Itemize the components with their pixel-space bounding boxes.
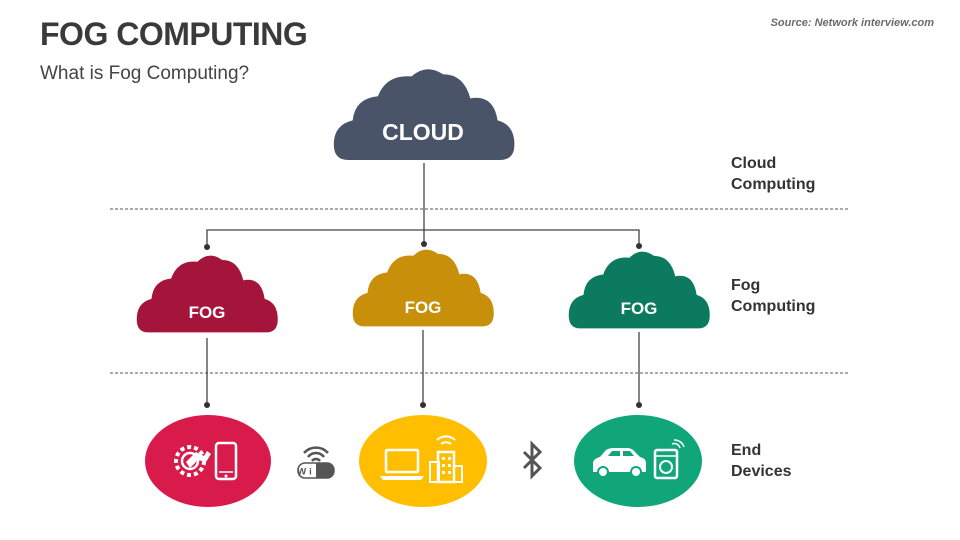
fog-label: FOG bbox=[621, 299, 658, 318]
fog-label: FOG bbox=[189, 303, 226, 322]
bluetooth-icon bbox=[522, 440, 543, 480]
source-note: Source: Network interview.com bbox=[770, 17, 934, 29]
laptop-icon bbox=[380, 448, 424, 480]
layer-label-end: End Devices bbox=[731, 440, 792, 482]
layer-label-fog-line2: Computing bbox=[731, 298, 816, 315]
connection-lines bbox=[206, 163, 640, 406]
wifi-text: Wi Fi bbox=[297, 467, 335, 478]
wifi-icon: Wi Fi bbox=[297, 446, 335, 479]
fog-node-1: FOG bbox=[136, 255, 278, 333]
cloud-node: CLOUD bbox=[333, 69, 515, 160]
device-group-1 bbox=[145, 415, 271, 507]
layer-label-fog-line1: Fog bbox=[731, 277, 761, 294]
device-group-2 bbox=[359, 415, 487, 507]
building-signal-icon bbox=[429, 435, 463, 484]
cloud-shape bbox=[333, 69, 515, 160]
layer-label-end-line2: Devices bbox=[731, 463, 792, 480]
layer-label-end-line1: End bbox=[731, 442, 762, 459]
device-ellipse bbox=[145, 415, 271, 507]
layer-label-cloud-line2: Computing bbox=[731, 176, 816, 193]
washing-machine-icon bbox=[653, 439, 685, 480]
smartphone-icon bbox=[214, 441, 238, 481]
layer-label-cloud: Cloud Computing bbox=[731, 153, 815, 195]
page-title: FOG COMPUTING bbox=[40, 16, 308, 52]
device-group-3 bbox=[574, 415, 702, 507]
fog-label: FOG bbox=[405, 298, 442, 317]
gear-arm-icon bbox=[174, 445, 211, 477]
layer-label-cloud-line1: Cloud bbox=[731, 155, 777, 172]
fog-node-3: FOG bbox=[568, 251, 710, 329]
cloud-label: CLOUD bbox=[382, 119, 464, 145]
connection-dots bbox=[204, 241, 642, 408]
fog-node-2: FOG bbox=[352, 249, 494, 327]
device-ellipse bbox=[359, 415, 487, 507]
page-subtitle: What is Fog Computing? bbox=[40, 63, 250, 84]
layer-label-fog: Fog Computing bbox=[731, 275, 815, 317]
car-icon bbox=[593, 448, 646, 478]
